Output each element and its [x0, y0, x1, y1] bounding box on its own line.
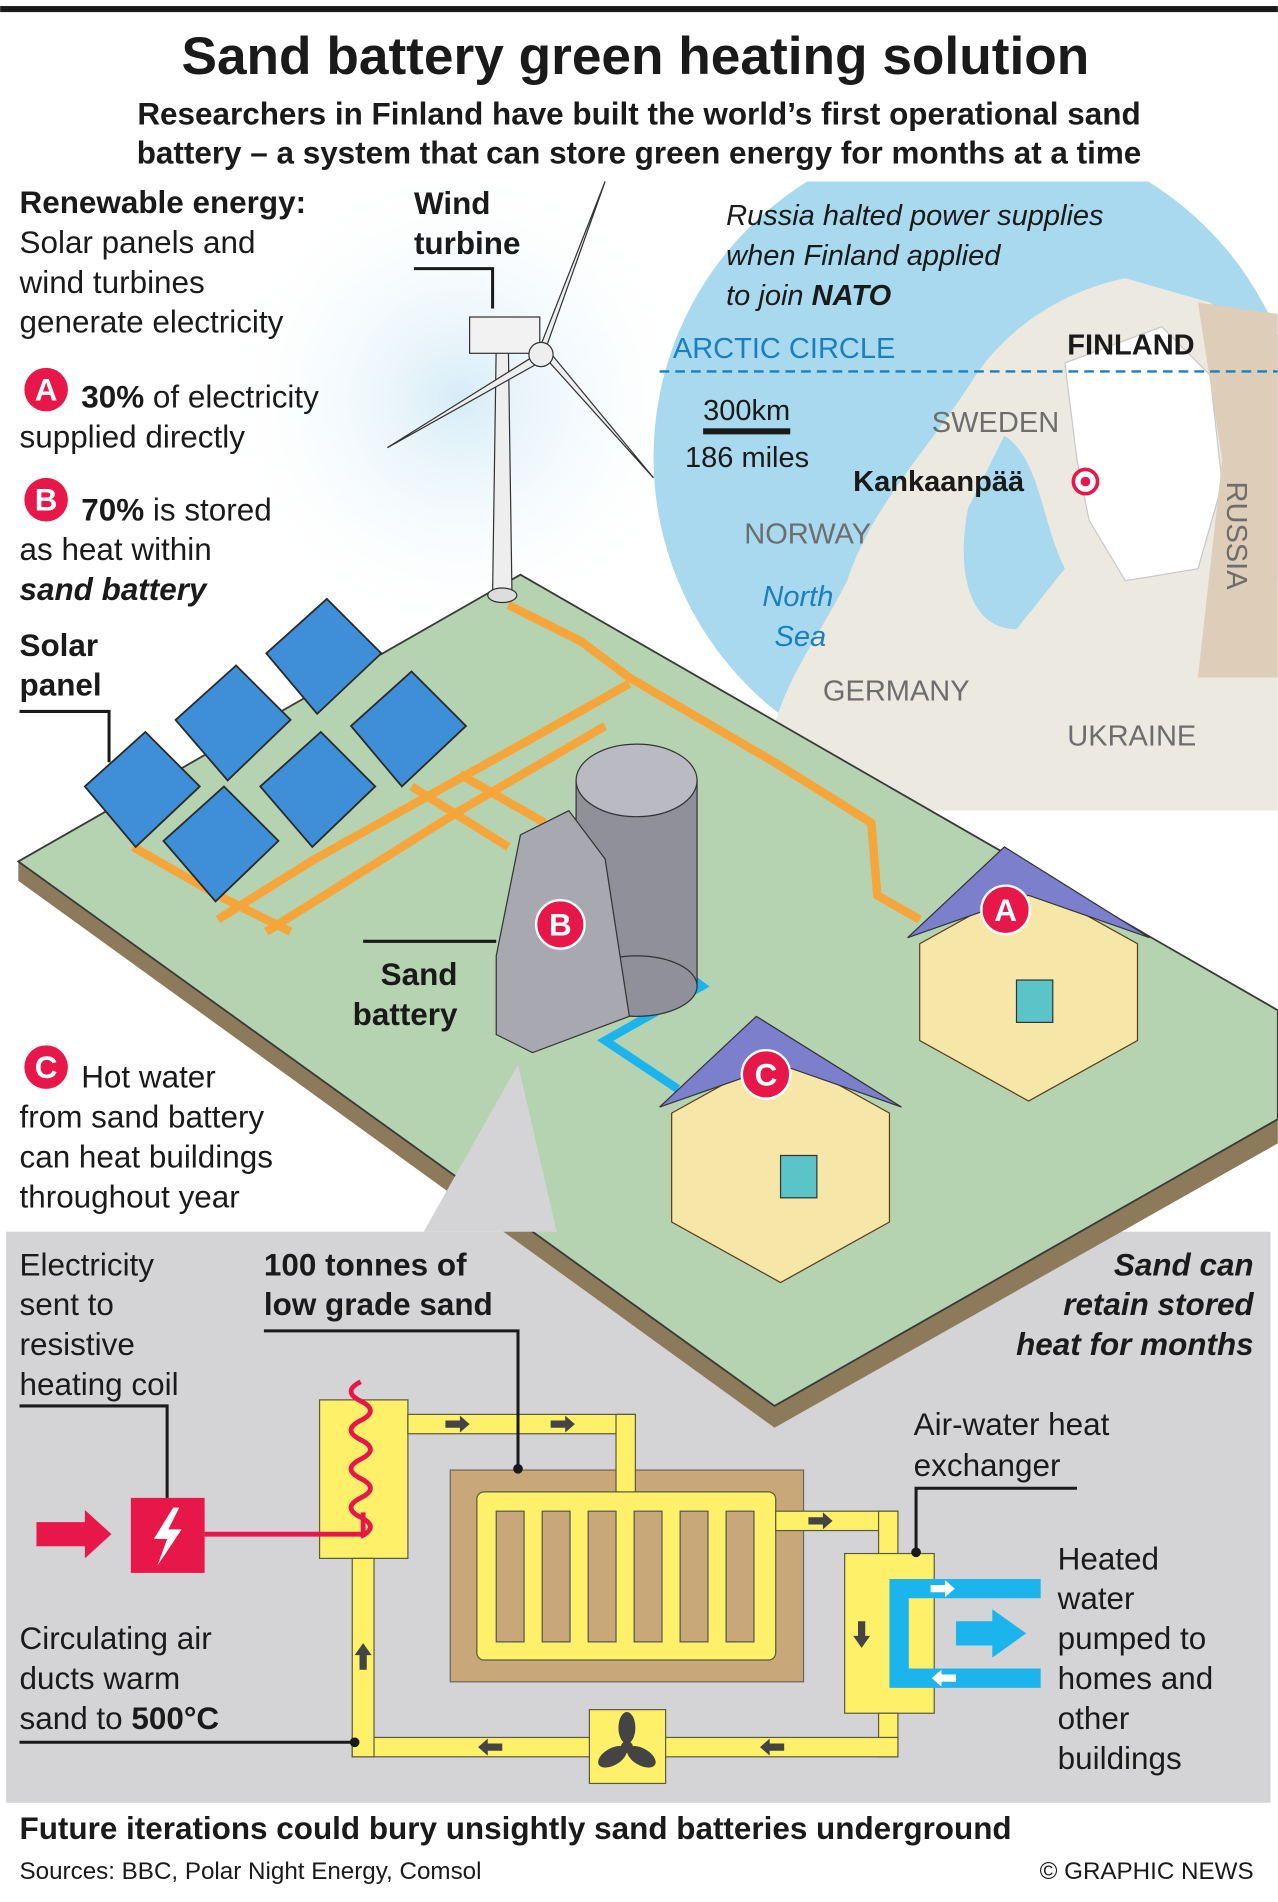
lightning-icon [153, 1507, 182, 1566]
battery-label: Sand [381, 957, 458, 992]
solar-label: Solar [20, 628, 99, 663]
solar-panels [83, 597, 468, 903]
label-sea: Sea [775, 621, 827, 653]
solar-label: panel [20, 668, 102, 703]
exchanger-label: exchanger [914, 1448, 1061, 1483]
label-russia: RUSSIA [1220, 482, 1252, 591]
label-norway: NORWAY [744, 518, 871, 550]
land-russia [1197, 302, 1278, 678]
point-c-line: Hot water [81, 1060, 216, 1095]
footer-headline: Future iterations could bury unsightly s… [20, 1811, 1012, 1846]
scale-km: 300km [703, 395, 790, 427]
heating-diagram [36, 1379, 1041, 1785]
svg-text:A: A [994, 893, 1017, 928]
point-a-line-1: 30% of electricity [81, 380, 319, 415]
label-kankaanpaa: Kankaanpää [853, 466, 1025, 498]
electricity-label: Electricity [20, 1247, 155, 1282]
arctic-circle-label: ARCTIC CIRCLE [673, 333, 895, 365]
label-north: North [762, 581, 833, 613]
circulating-label: Circulating air [20, 1621, 212, 1656]
sand-leader [263, 1329, 520, 1467]
circulating-label: sand to 500°C [20, 1701, 220, 1736]
top-rule [0, 6, 1278, 13]
scale-miles: 186 miles [685, 442, 809, 474]
heated-label: other [1058, 1701, 1130, 1736]
svg-text:B: B [549, 907, 572, 942]
svg-text:B: B [35, 483, 58, 518]
electricity-label: sent to [20, 1287, 114, 1322]
exchanger-leader [914, 1486, 1077, 1552]
map-note-line-1: Russia halted power supplies [726, 200, 1103, 232]
electricity-label: resistive [20, 1327, 135, 1362]
flow-arrows [354, 1415, 871, 1756]
heating-coil [348, 1379, 373, 1539]
sand-slots [495, 1510, 755, 1643]
exchanger-label: Air-water heat [914, 1407, 1110, 1442]
retain-label: heat for months [1016, 1327, 1254, 1362]
heated-label: pumped to [1058, 1621, 1207, 1656]
label-finland: FINLAND [1067, 330, 1194, 362]
retain-label: Sand can [1114, 1247, 1254, 1282]
renewable-line: Solar panels and [20, 225, 256, 260]
label-germany: GERMANY [823, 676, 970, 708]
point-b-line-3: sand battery [20, 572, 208, 607]
point-b-line-2: as heat within [20, 532, 212, 567]
sand-label: 100 tonnes of [264, 1247, 467, 1282]
credit: © GRAPHIC NEWS [1040, 1858, 1254, 1885]
svg-text:A: A [35, 372, 58, 407]
point-a-line-2: supplied directly [20, 420, 246, 455]
map-note-line-3: to join NATO [726, 280, 891, 312]
subtitle-line-2: battery – a system that can store green … [137, 135, 1142, 170]
wind-turbine [387, 181, 654, 604]
hot-water-arrow-icon [956, 1609, 1027, 1658]
badge-a: A [24, 367, 68, 412]
nacelle [469, 316, 541, 354]
badge-b: B [24, 477, 68, 522]
wind-label: turbine [414, 226, 521, 261]
scale-bar [703, 428, 791, 435]
badge-b-plane: B [534, 898, 586, 950]
sources: Sources: BBC, Polar Night Energy, Comsol [20, 1858, 482, 1885]
page-title: Sand battery green heating solution [181, 27, 1089, 86]
renewable-heading: Renewable energy: [20, 185, 307, 220]
svg-text:C: C [35, 1050, 58, 1085]
sky-glow [217, 157, 702, 642]
point-c-line: throughout year [20, 1180, 240, 1215]
input-arrow-icon [36, 1509, 112, 1559]
battery-label: battery [353, 997, 458, 1032]
wind-label: Wind [414, 186, 491, 221]
label-sweden: SWEDEN [932, 407, 1059, 439]
renewable-line: wind turbines [19, 265, 205, 300]
svg-text:C: C [755, 1057, 778, 1092]
retain-label: retain stored [1063, 1287, 1254, 1322]
circulating-label: ducts warm [20, 1661, 181, 1696]
heated-label: water [1057, 1581, 1135, 1616]
location-target-icon [1071, 467, 1100, 496]
solar-leader [19, 709, 111, 763]
heated-label: buildings [1058, 1741, 1182, 1776]
point-b-line-1: 70% is stored [81, 492, 271, 527]
heated-label: Heated [1058, 1541, 1159, 1576]
label-ukraine: UKRAINE [1067, 720, 1196, 752]
wind-leader [413, 267, 495, 309]
heated-label: homes and [1058, 1661, 1214, 1696]
fan-icon [598, 1712, 656, 1768]
callout-wedge [423, 1064, 557, 1232]
water-pipe-loop [889, 1578, 1041, 1688]
subtitle-line-1: Researchers in Finland have built the wo… [137, 97, 1140, 132]
badge-c: C [24, 1045, 68, 1089]
renewable-line: generate electricity [20, 305, 284, 340]
electricity-leader [19, 1404, 169, 1498]
map-note-line-2: when Finland applied [726, 240, 1001, 272]
point-c-line: can heat buildings [20, 1140, 273, 1175]
point-c-line: from sand battery [20, 1100, 265, 1135]
house-c: C [659, 1015, 902, 1284]
locator-map [653, 181, 1278, 811]
sand-label: low grade sand [264, 1287, 493, 1322]
house-a: A [907, 846, 1150, 1102]
electricity-label: heating coil [20, 1367, 179, 1402]
sea-baltic [963, 435, 1065, 630]
